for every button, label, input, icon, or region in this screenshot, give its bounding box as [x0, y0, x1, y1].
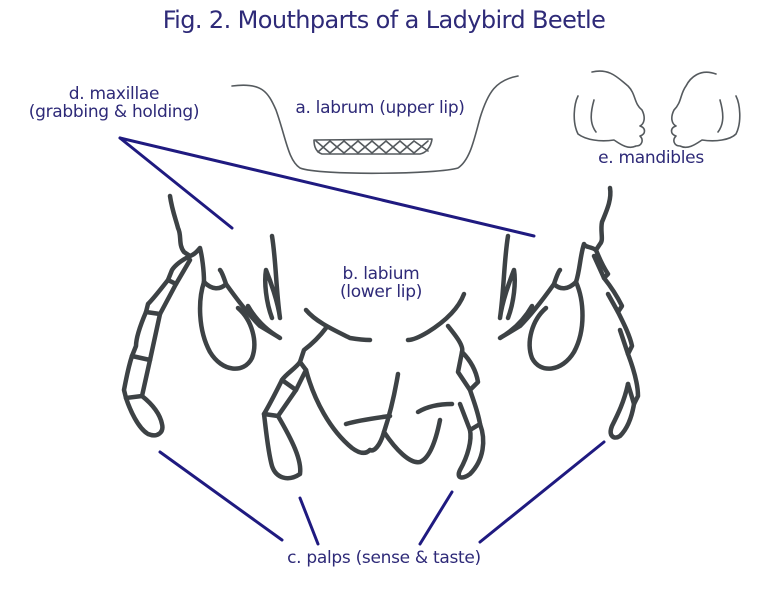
palps-pointer-2: [298, 496, 320, 546]
maxillae-pointer-left: [118, 136, 234, 230]
labrum-drawing: [231, 75, 519, 175]
mandibles-drawing: [573, 70, 741, 149]
maxillae-pointer-right: [118, 136, 536, 238]
palps-pointer-3: [418, 490, 454, 546]
label-labium-function: (lower lip): [339, 281, 423, 302]
label-palps: c. palps (sense & taste): [287, 548, 481, 568]
label-labium-name: b. labium: [342, 264, 420, 284]
palps-pointer-1: [158, 450, 284, 542]
label-maxillae-function: (grabbing & holding): [28, 101, 200, 122]
label-mandibles: e. mandibles: [598, 148, 704, 168]
label-labium: b. labium (lower lip): [316, 264, 446, 302]
labium-drawing: [261, 291, 486, 481]
right-maxilla-drawing: [497, 185, 641, 440]
pointer-lines: [118, 136, 606, 546]
left-maxilla-drawing: [121, 193, 283, 438]
label-labrum: a. labrum (upper lip): [295, 98, 465, 118]
palps-pointer-4: [478, 440, 606, 544]
label-maxillae: d. maxillae (grabbing & holding): [4, 84, 224, 122]
label-maxillae-name: d. maxillae: [68, 84, 160, 104]
figure-title: Fig. 2. Mouthparts of a Ladybird Beetle: [162, 6, 606, 34]
